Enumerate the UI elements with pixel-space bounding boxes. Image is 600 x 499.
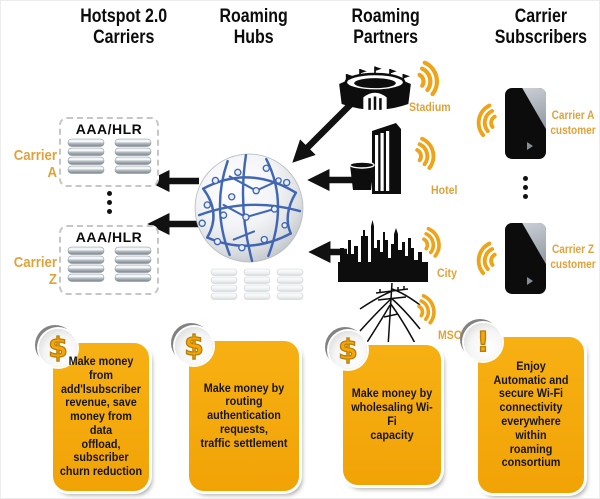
- city-label: City: [436, 266, 457, 280]
- wifi-waves-icon: [417, 294, 436, 325]
- city-skyline-icon: [338, 220, 428, 282]
- database-stack-icon: [67, 246, 104, 282]
- stadium-icon: [339, 66, 411, 111]
- wifi-waves-icon: [422, 226, 441, 258]
- header-roaming-partners: Roaming Partners: [351, 6, 421, 48]
- header-roaming-hubs: Roaming Hubs: [219, 6, 289, 48]
- wifi-waves-icon: [417, 60, 439, 97]
- database-stack-icon: [114, 246, 151, 282]
- hub-database-stacks-icon: [210, 268, 304, 300]
- callout-text: Make money by wholesaling Wi-Fi capacity: [351, 386, 433, 442]
- smartphone-icon: [505, 223, 546, 294]
- callout-text: Enjoy Automatic and secure Wi-Fi connect…: [493, 358, 569, 470]
- callout-carrier-subscribers: ! Enjoy Automatic and secure Wi-Fi conne…: [464, 323, 584, 493]
- header-hotspot-carriers: Hotspot 2.0 Carriers: [80, 6, 168, 48]
- database-stack-icon: [114, 138, 151, 174]
- wifi-waves-icon: [415, 136, 436, 170]
- carrier-z-label: Carrier Z: [13, 254, 57, 288]
- wifi-waves-icon: [476, 241, 497, 276]
- dollar-badge-icon: $: [329, 331, 367, 369]
- exclamation-badge-icon: !: [464, 323, 502, 361]
- phone-screen-shine: [522, 88, 546, 130]
- header-carrier-subscribers: Carrier Subscribers: [494, 6, 588, 48]
- aaa-hlr-title: AAA/HLR: [75, 121, 143, 137]
- utility-pole-icon: [359, 282, 421, 348]
- aaa-hlr-box-carrier-z: AAA/HLR: [59, 225, 159, 295]
- more-subscribers-ellipsis: [523, 176, 528, 199]
- hotel-icon: [349, 123, 401, 194]
- hotel-label: Hotel: [431, 183, 458, 197]
- aaa-hlr-box-carrier-a: AAA/HLR: [59, 117, 159, 187]
- phone-detail: [527, 142, 533, 150]
- network-globe-icon: [194, 153, 304, 263]
- callout-text: Make money by routing authentication req…: [200, 380, 288, 450]
- callout-text: Make money from add'lsubscriber revenue,…: [59, 353, 143, 479]
- aaa-hlr-title: AAA/HLR: [75, 229, 143, 245]
- stadium-label: Stadium: [409, 100, 451, 114]
- callout-hotspot-carriers: $ Make money from add'lsubscriber revenu…: [39, 329, 149, 491]
- more-carriers-ellipsis: [107, 191, 112, 214]
- dollar-badge-icon: $: [39, 329, 77, 367]
- phone-screen-shine: [522, 223, 546, 265]
- dollar-badge-icon: $: [175, 327, 213, 365]
- database-stack-icon: [67, 138, 104, 174]
- carrier-a-customer-label: Carrier A customer: [550, 108, 596, 137]
- mso-label: MSO: [438, 328, 463, 342]
- carrier-z-customer-label: Carrier Z customer: [550, 242, 596, 271]
- carrier-a-label: Carrier A: [13, 147, 57, 181]
- wifi-waves-icon: [476, 103, 497, 138]
- callout-roaming-hubs: $ Make money by routing authentication r…: [175, 327, 299, 491]
- smartphone-icon: [505, 88, 546, 159]
- phone-detail: [527, 277, 533, 285]
- callout-roaming-partners: $ Make money by wholesaling Wi-Fi capaci…: [329, 331, 441, 485]
